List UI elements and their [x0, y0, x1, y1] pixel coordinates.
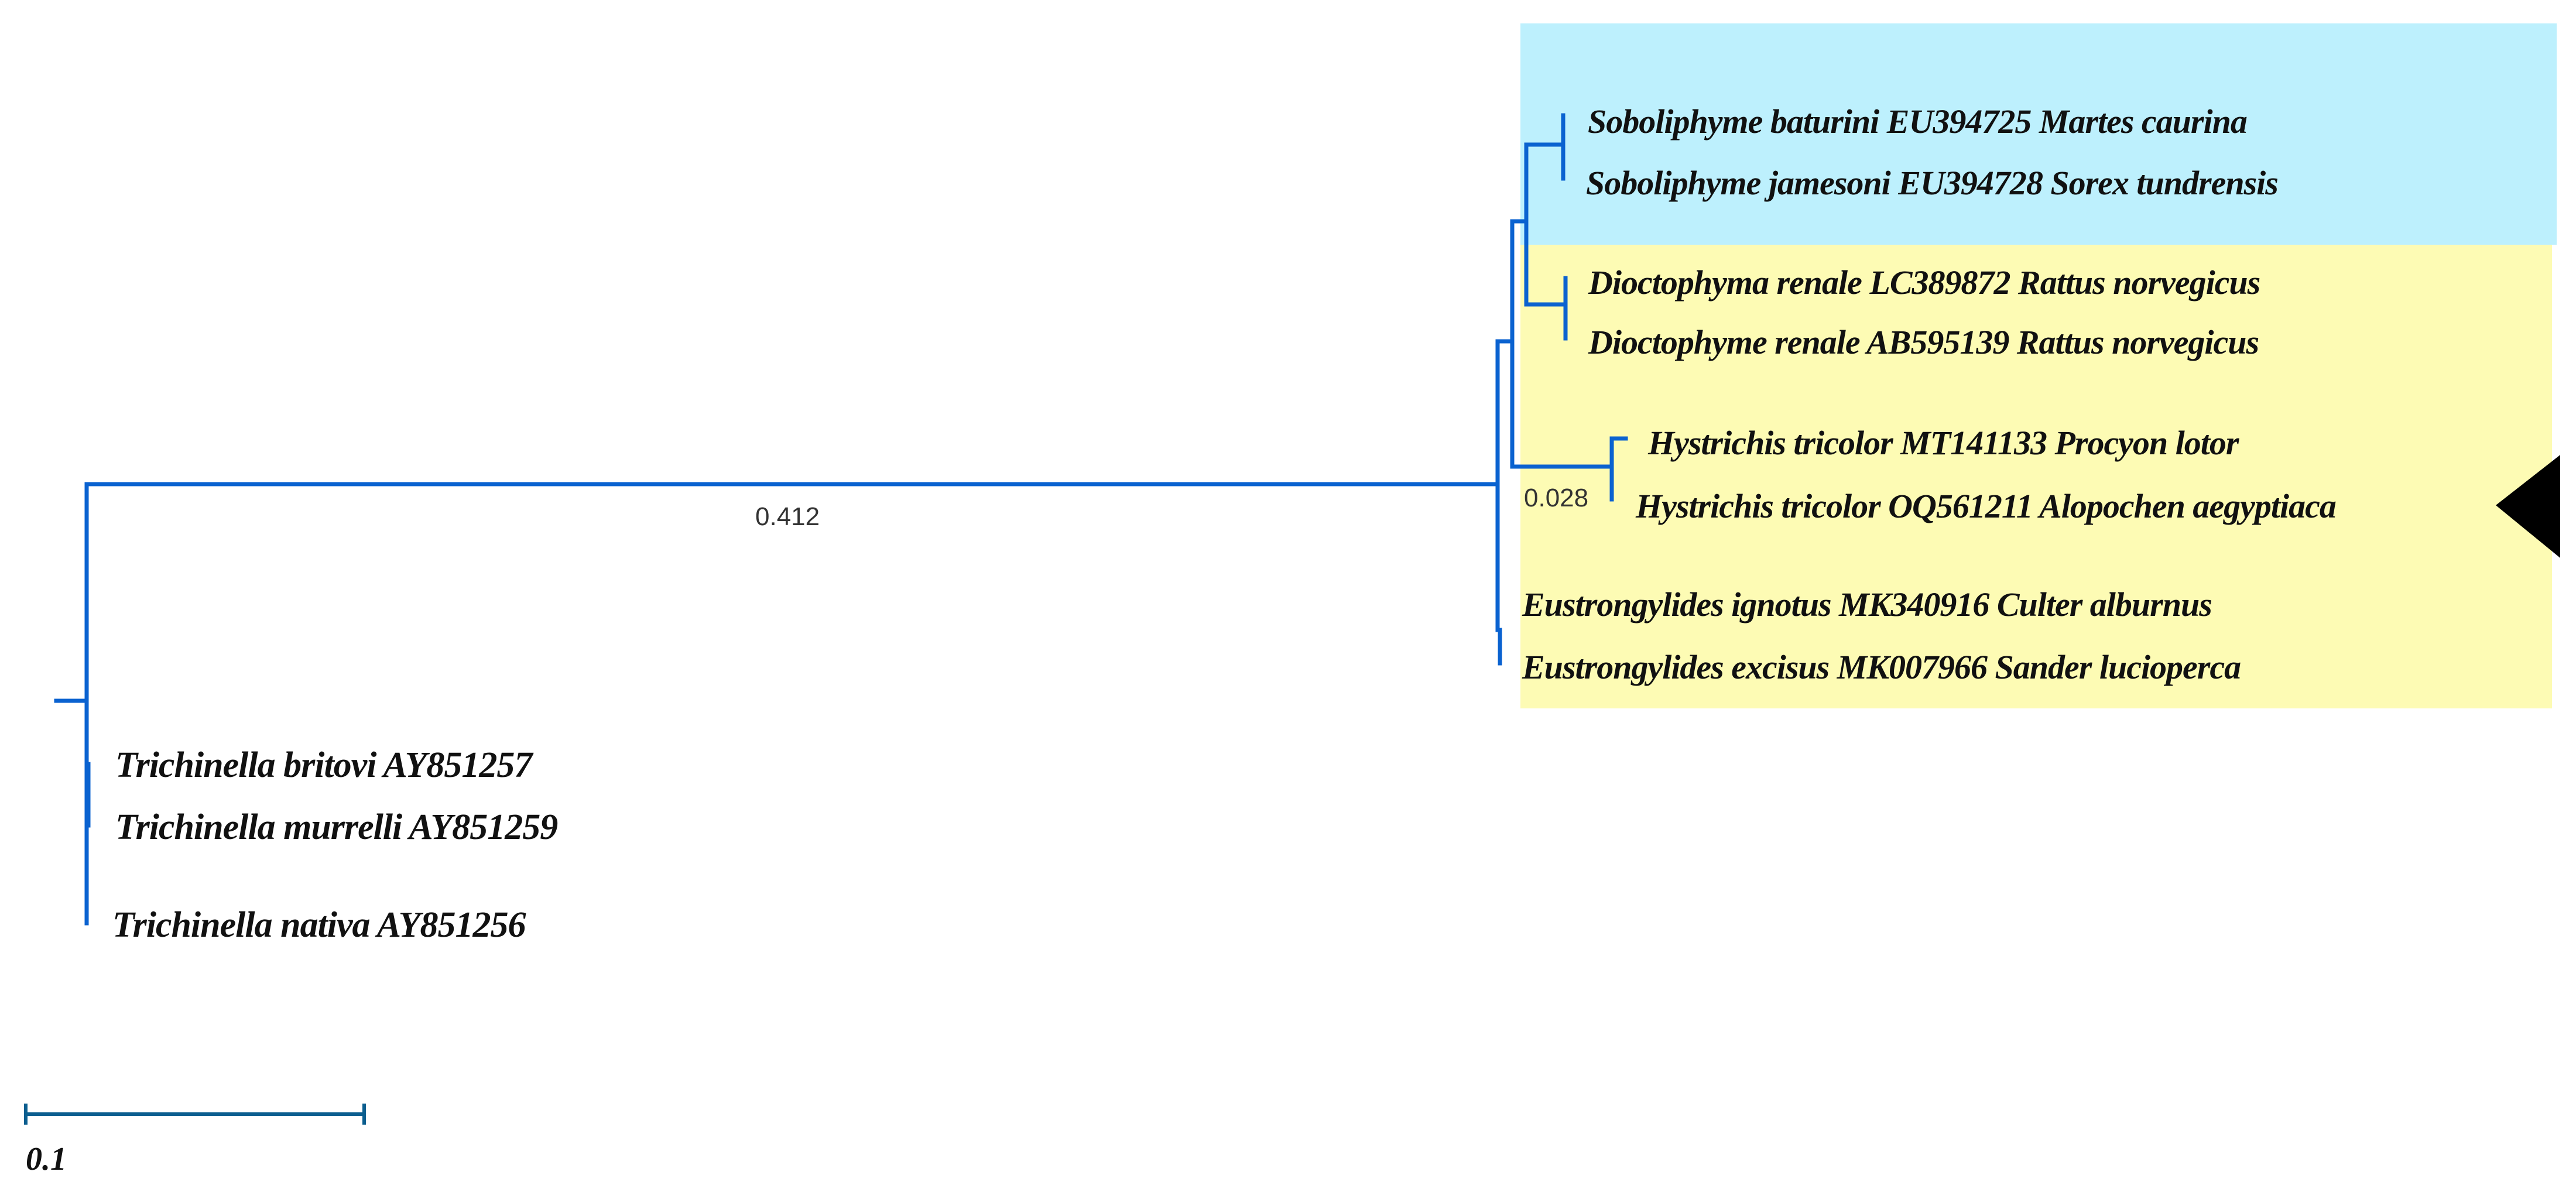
taxon-label: Trichinella nativa AY851256 [112, 905, 526, 945]
taxon-label: Soboliphyme baturini EU394725 Martes cau… [1588, 102, 2248, 141]
tree-branches [54, 113, 1628, 926]
soboliphyme-clade-highlight [1520, 23, 2557, 245]
taxon-label: Trichinella britovi AY851257 [115, 745, 532, 785]
taxon-label: Dioctophyme renale AB595139 Rattus norve… [1588, 323, 2259, 361]
taxon-label: Eustrongylides ignotus MK340916 Culter a… [1522, 585, 2212, 624]
taxon-label: Soboliphyme jamesoni EU394728 Sorex tund… [1586, 164, 2279, 202]
taxon-label: Dioctophyma renale LC389872 Rattus norve… [1588, 263, 2260, 302]
taxon-label: Trichinella murrelli AY851259 [115, 807, 558, 847]
scale-bar-label: 0.1 [26, 1141, 67, 1177]
collapsed-clade-triangle-icon [2496, 455, 2560, 558]
taxon-label: Hystrichis tricolor MT141133 Procyon lot… [1648, 424, 2239, 462]
scale-bar [24, 1104, 366, 1125]
taxon-label: Hystrichis tricolor OQ561211 Alopochen a… [1636, 487, 2337, 525]
taxon-label: Eustrongylides excisus MK007966 Sander l… [1522, 648, 2241, 686]
branch-length-label: 0.412 [755, 502, 820, 531]
branch-length-label: 0.028 [1524, 484, 1589, 512]
dioctophymatidae-highlight [1520, 245, 2552, 708]
